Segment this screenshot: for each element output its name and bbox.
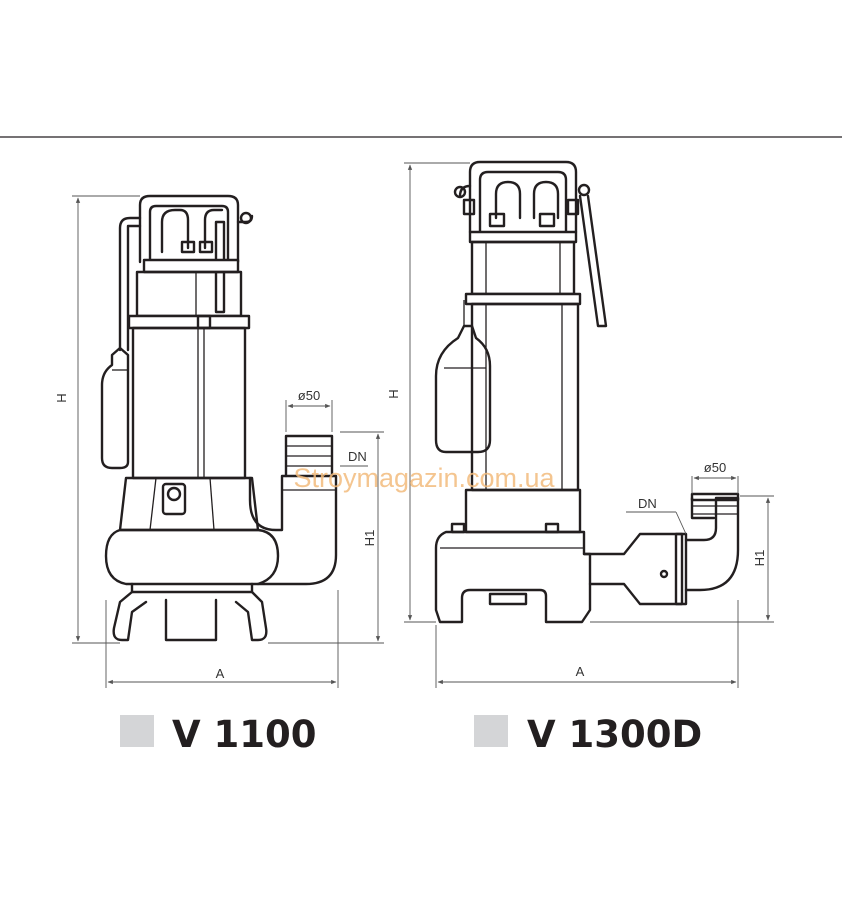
v1300d-height-label: H xyxy=(386,389,401,398)
pump-v1300d-drawing xyxy=(434,160,740,624)
v1300d-diameter-label: ø50 xyxy=(704,460,726,475)
v1100-legend-swatch xyxy=(120,715,154,747)
v1100-height-label: H xyxy=(54,393,69,402)
v1100-model-label: V 1100 xyxy=(172,713,317,756)
v1300d-outlet-height-label: H1 xyxy=(752,550,767,567)
pump-v1100-drawing xyxy=(100,194,338,642)
v1100-width-label: A xyxy=(216,666,225,681)
v1100-dn-label: DN xyxy=(348,449,367,464)
v1300d-dn-label: DN xyxy=(638,496,657,511)
v1100-outlet-height-label: H1 xyxy=(362,530,377,547)
v1100-diameter-label: ø50 xyxy=(298,388,320,403)
v1300d-legend-swatch xyxy=(474,715,508,747)
watermark-text: Stroymagazin.com.ua xyxy=(293,463,555,493)
pump-v1100-dimensions xyxy=(72,195,384,688)
v1300d-width-label: A xyxy=(576,664,585,679)
v1300d-model-label: V 1300D xyxy=(527,713,702,756)
pump-v1300d-dimensions xyxy=(404,162,774,688)
